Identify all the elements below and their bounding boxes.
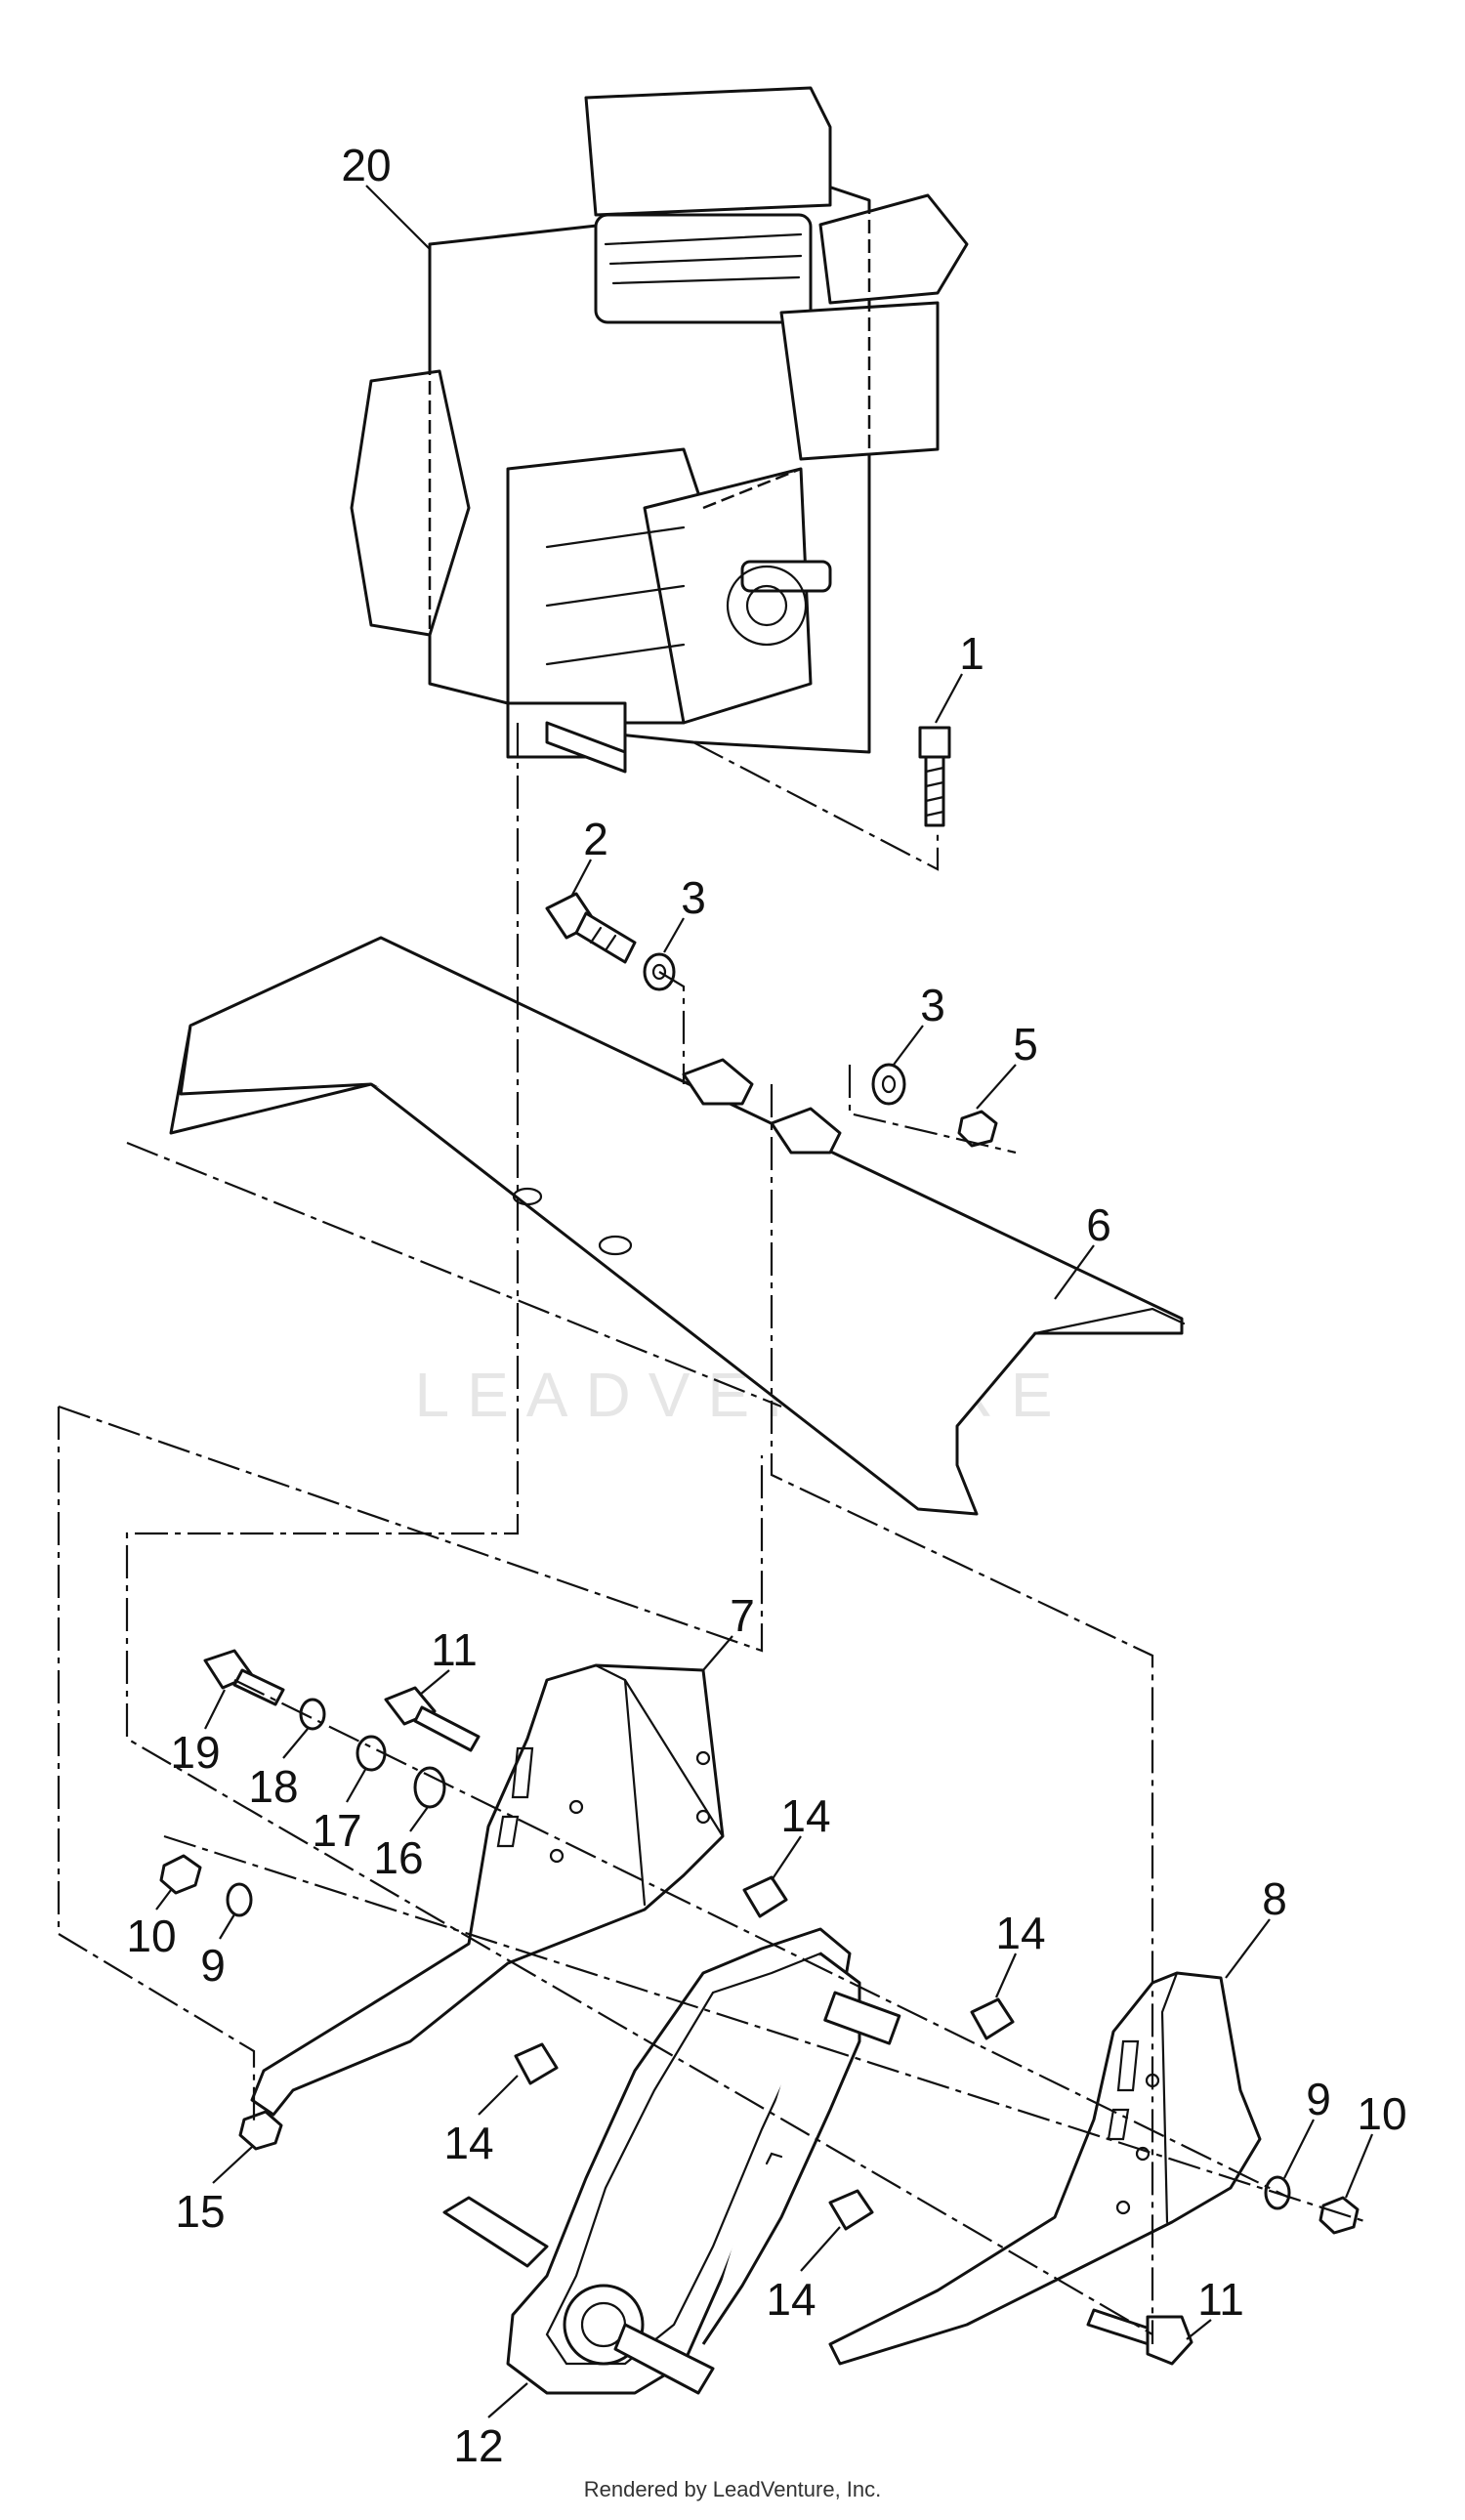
bolt-19 bbox=[203, 1649, 285, 1706]
callout-14-a: 14 bbox=[780, 1790, 830, 1841]
side-bracket-7 bbox=[250, 1663, 725, 2117]
nut-10-right bbox=[1318, 2196, 1360, 2235]
callout-3-lower: 3 bbox=[920, 980, 945, 1030]
bolt-2 bbox=[545, 892, 637, 964]
callout-11-upper: 11 bbox=[431, 1624, 478, 1675]
callout-6: 6 bbox=[1086, 1199, 1111, 1250]
callout-16: 16 bbox=[373, 1832, 423, 1883]
part-callouts: 20 1 2 3 3 5 6 11 7 19 18 17 16 14 10 9 … bbox=[126, 140, 1406, 2471]
nut-10-left bbox=[159, 1854, 202, 1895]
engine-hidden-outline bbox=[428, 200, 871, 684]
washer-3-right bbox=[871, 1063, 906, 1106]
callout-14-d: 14 bbox=[766, 2274, 816, 2325]
callout-11-lower: 11 bbox=[1197, 2274, 1244, 2325]
callout-9-right: 9 bbox=[1306, 2074, 1331, 2124]
nut-5 bbox=[957, 1110, 998, 1148]
callout-20: 20 bbox=[341, 140, 391, 190]
callout-1: 1 bbox=[959, 628, 984, 679]
spacer-14-d bbox=[828, 2189, 874, 2231]
callout-3-upper: 3 bbox=[681, 872, 706, 923]
tine-shield-6 bbox=[169, 936, 1186, 1516]
callout-10-right: 10 bbox=[1357, 2088, 1406, 2139]
engine-assembly bbox=[350, 86, 969, 774]
bolt-1 bbox=[918, 726, 951, 827]
callout-10-left: 10 bbox=[126, 1911, 176, 1961]
callout-2: 2 bbox=[583, 814, 608, 864]
centerlines bbox=[57, 723, 1368, 2344]
callout-15: 15 bbox=[175, 2186, 225, 2237]
callout-14-c: 14 bbox=[443, 2118, 493, 2168]
washer-16 bbox=[413, 1766, 446, 1809]
bolt-11-lower bbox=[1086, 2308, 1193, 2366]
callout-12: 12 bbox=[453, 2420, 503, 2471]
leader-lines bbox=[155, 185, 1374, 2418]
spacer-14-c bbox=[514, 2042, 559, 2085]
spacer-14-b bbox=[970, 1997, 1015, 2040]
callout-18: 18 bbox=[248, 1761, 298, 1812]
callout-5: 5 bbox=[1013, 1019, 1038, 1070]
washer-9-left bbox=[226, 1882, 253, 1917]
callout-19: 19 bbox=[170, 1727, 220, 1778]
bolt-11-upper bbox=[384, 1686, 481, 1752]
rendered-by-footer: Rendered by LeadVenture, Inc. bbox=[583, 2477, 882, 2501]
callout-17: 17 bbox=[312, 1805, 361, 1856]
spacer-14-a bbox=[742, 1875, 788, 1918]
washer-17 bbox=[356, 1735, 387, 1772]
callout-7: 7 bbox=[730, 1590, 755, 1641]
callout-9-left: 9 bbox=[200, 1940, 226, 1991]
nut-15 bbox=[238, 2110, 283, 2151]
callout-14-b: 14 bbox=[995, 1908, 1045, 1958]
callout-8: 8 bbox=[1262, 1873, 1287, 1924]
chain-case-12 bbox=[442, 1927, 901, 2395]
